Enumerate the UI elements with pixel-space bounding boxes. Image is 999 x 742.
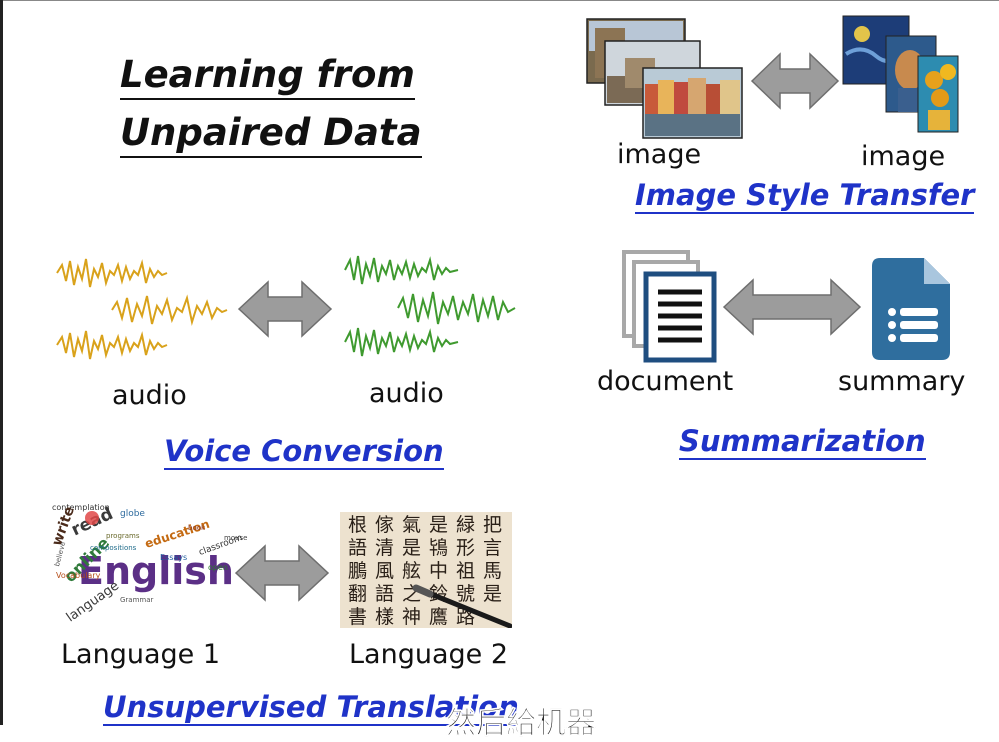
calligraphy-char: 是 [401,537,421,559]
calligraphy-char: 言 [482,537,502,559]
audio-waveform-orange [56,258,228,360]
calligraphy-char: 把 [482,514,502,536]
summary-icon [872,258,950,360]
voice-right-label: audio [369,378,444,409]
calligraphy-char: 清 [374,537,394,559]
calligraphy-char: 神 [401,606,421,628]
calligraphy-char: 風 [374,560,394,582]
voice-left-label: audio [112,380,187,411]
calligraphy-characters: 根傢氣是緑把語清是鴇形言鵬風舷中祖馬翻語之鈴號是書樣神鷹路 [344,514,510,628]
wordcloud-word: compositions [90,544,137,552]
document-icon [622,250,717,363]
calligraphy-char: 翻 [347,583,367,605]
calligraphy-char: 是 [428,514,448,536]
bidirectional-arrow-audio [237,280,333,338]
bidirectional-arrow-language [234,544,330,602]
translation-left-label: Language 1 [61,639,221,670]
calligraphy-char: 馬 [482,560,502,582]
calligraphy-char: 中 [428,560,448,582]
summarization-left-label: document [597,366,734,397]
image-style-left-label: image [617,139,702,170]
calligraphy-char: 形 [455,537,475,559]
calligraphy-char: 語 [374,583,394,605]
wordcloud-word: open [208,563,228,572]
calligraphy-char: 緑 [455,514,475,536]
calligraphy-char: 是 [482,583,502,605]
wordcloud-word: globe [120,509,145,519]
calligraphy-char: 舷 [401,560,421,582]
image-style-transfer-title: Image Style Transfer [635,178,975,214]
wordcloud-word: book [188,524,206,532]
voice-conversion-title: Voice Conversion [164,434,444,470]
wordcloud-word: programs [106,532,140,540]
image-style-right-label: image [861,141,946,172]
slide-title-line-2: Unpaired Data [120,110,422,158]
unsupervised-translation-title: Unsupervised Translation [103,690,519,726]
calligraphy-char: 書 [347,606,367,628]
calligraphy-char: 鷹 [428,606,448,628]
brush-pen-icon [412,584,512,628]
chinese-calligraphy-image: 根傢氣是緑把語清是鴇形言鵬風舷中祖馬翻語之鈴號是書樣神鷹路 [340,512,512,628]
translation-right-label: Language 2 [349,639,509,670]
left-border [0,0,3,725]
top-border [0,0,999,1]
bidirectional-arrow-image [750,52,840,110]
painting-stack-image [842,15,959,133]
summarization-right-label: summary [838,366,966,397]
calligraphy-char: 號 [455,583,475,605]
english-wordcloud-image: English contemplation write read globe e… [49,503,248,622]
calligraphy-char: 氣 [401,514,421,536]
wordcloud-word: contemplation [52,503,110,512]
calligraphy-char: 祖 [455,560,475,582]
summarization-title: Summarization [679,424,926,460]
slide-title-line-1: Learning from [120,52,415,100]
video-subtitle: 然后給机器 [446,706,597,742]
calligraphy-char: 根 [347,514,367,536]
photo-stack-image [586,18,743,139]
wordcloud-word: mouse [224,534,248,542]
wordcloud-red-mark [85,511,99,525]
calligraphy-char: 傢 [374,514,394,536]
calligraphy-char: 樣 [374,606,394,628]
wordcloud-word: Essays [160,553,187,562]
audio-waveform-green [344,255,516,357]
wordcloud-word: Vocabulary [56,571,101,580]
calligraphy-char: 語 [347,537,367,559]
calligraphy-char: 鴇 [428,537,448,559]
calligraphy-char: 鵬 [347,560,367,582]
bidirectional-arrow-summary [722,278,862,336]
wordcloud-word: education [143,517,211,551]
wordcloud-main-word: English [78,549,234,593]
wordcloud-word: Grammar [120,596,154,604]
